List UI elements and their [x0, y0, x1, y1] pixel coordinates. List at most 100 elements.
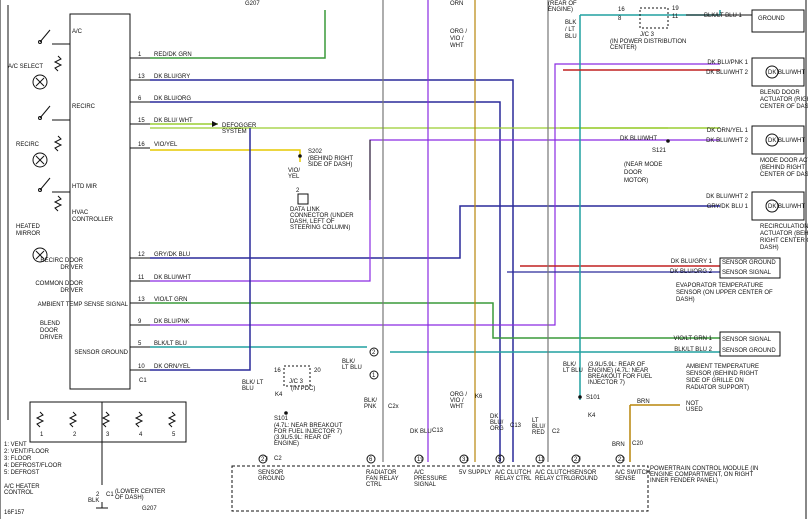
evap-wire-2: DK BLU/ORG 2: [670, 269, 713, 275]
jc3-top: [639, 7, 669, 29]
top-wire-label: BLK/LT BLU 1: [704, 13, 742, 19]
wire-red-dkgrn: [150, 10, 326, 59]
pcm-pin-number: 27: [574, 457, 581, 463]
wire-dkblu-gry: [150, 79, 514, 462]
s202-label: S202: [308, 149, 323, 155]
wire-label: VIO/LT GRN: [154, 297, 187, 303]
motor-m-label: DK BLU/WHT: [768, 138, 805, 144]
wire-label: DK BLU/ORG: [154, 96, 191, 102]
actuator-box: [751, 191, 805, 221]
pin-number: 13: [138, 74, 145, 80]
switch-contact: [38, 188, 42, 192]
actuator-box: [751, 125, 805, 155]
s121-wire: DK BLU/WHT: [620, 136, 657, 142]
jc3-top-title: J/C 3: [640, 32, 655, 38]
blk-ltblu-right: BLK/LT BLU: [342, 359, 362, 371]
pcm-dkblu: DK BLU: [410, 429, 432, 435]
lamp-x: [35, 250, 45, 260]
evap-sensor-box: [719, 257, 781, 279]
ground-right-box: [751, 9, 805, 33]
actuator-motor: [765, 65, 779, 79]
jc3-in-pdc-label: (IN PDC): [291, 386, 315, 392]
jc3-top-pin16: 16: [618, 7, 625, 13]
actuator-wire-1: DK BLU/PNK 1: [707, 60, 748, 66]
pin-number: 15: [138, 118, 145, 124]
pcm-pin-circle: [535, 454, 545, 464]
jc3-pin16: 16: [274, 368, 281, 374]
mode-resistor: [167, 411, 177, 428]
actuator-wire-1: DK ORN/YEL 1: [707, 128, 749, 134]
pcm-pin-number: 5: [498, 457, 502, 463]
sensor-ground-label: SENSOR GROUND: [74, 350, 128, 356]
mode-pin: 5: [172, 432, 176, 438]
pcm-pin-number: 6: [369, 457, 373, 463]
wire-label: DK ORN/YEL: [154, 364, 191, 370]
pcm-s101: S101: [586, 395, 601, 401]
switch-arm: [39, 29, 51, 43]
indicator-lamp: [32, 247, 48, 263]
wire-dkblu-pnk: [150, 63, 720, 326]
pcm-pin-number: 19: [417, 457, 424, 463]
switch-contact: [38, 116, 42, 120]
pcm-pin-circle: [459, 454, 469, 464]
actuator-motor: [765, 199, 779, 213]
pin-number: 10: [138, 364, 145, 370]
ambient-sensor-box: [719, 331, 781, 357]
pcm-pin-circle: [414, 454, 424, 464]
pin-number: 13: [138, 297, 145, 303]
mode-blk: BLK: [88, 498, 99, 504]
actuator-wire-1: DK BLU/WHT 2: [706, 194, 749, 200]
pcm-brn2: BRN: [612, 442, 625, 448]
actuator-wire-2: DK BLU/WHT 2: [706, 70, 749, 76]
pin-2: 2: [372, 350, 376, 356]
pin-number: 6: [138, 96, 142, 102]
wire-dkblu-wht: [150, 139, 720, 282]
pcm-pin-circle: [571, 454, 581, 464]
mode-item: 5: DEFROST: [4, 470, 40, 476]
wire-label: GRY/DK BLU: [154, 252, 190, 258]
pin-number: 11: [138, 275, 145, 281]
blk-pnk-label: BLK/PNK: [364, 398, 377, 410]
wire-gry-dkblu: [150, 205, 720, 259]
wire-label: DK BLU/WHT: [154, 275, 191, 281]
jc3-top-pin8: 8: [618, 16, 622, 22]
pin-2-circle: [369, 347, 379, 357]
ground-g207-top: G207: [245, 1, 260, 7]
s121-dot: [666, 139, 670, 143]
ambient-wire-2: BLK/LT BLU 2: [674, 347, 712, 353]
pcm-pin-number: 31: [462, 457, 469, 463]
actuator-box: [751, 57, 805, 87]
evap-sensor-signal: SENSOR SIGNAL: [722, 270, 772, 276]
pcm-brn: BRN: [637, 399, 650, 405]
pin-number: 5: [138, 341, 142, 347]
c2-label: C2: [274, 456, 282, 462]
jc3-top-pin11: 11: [672, 14, 679, 20]
pcm-pin-number: 22: [618, 457, 625, 463]
wire-label: DK BLU/PNK: [154, 319, 190, 325]
indicator-lamp: [32, 152, 48, 168]
switch-arm: [39, 105, 51, 119]
mode-item: 4: DEFROST/FLOOR: [4, 463, 62, 469]
jc3-in-pdc: [283, 365, 311, 387]
jc3-middle: J/C 3: [289, 379, 304, 385]
resistor: [53, 135, 63, 152]
k4-label: K4: [275, 392, 283, 398]
figure-id: 16F157: [4, 510, 25, 516]
